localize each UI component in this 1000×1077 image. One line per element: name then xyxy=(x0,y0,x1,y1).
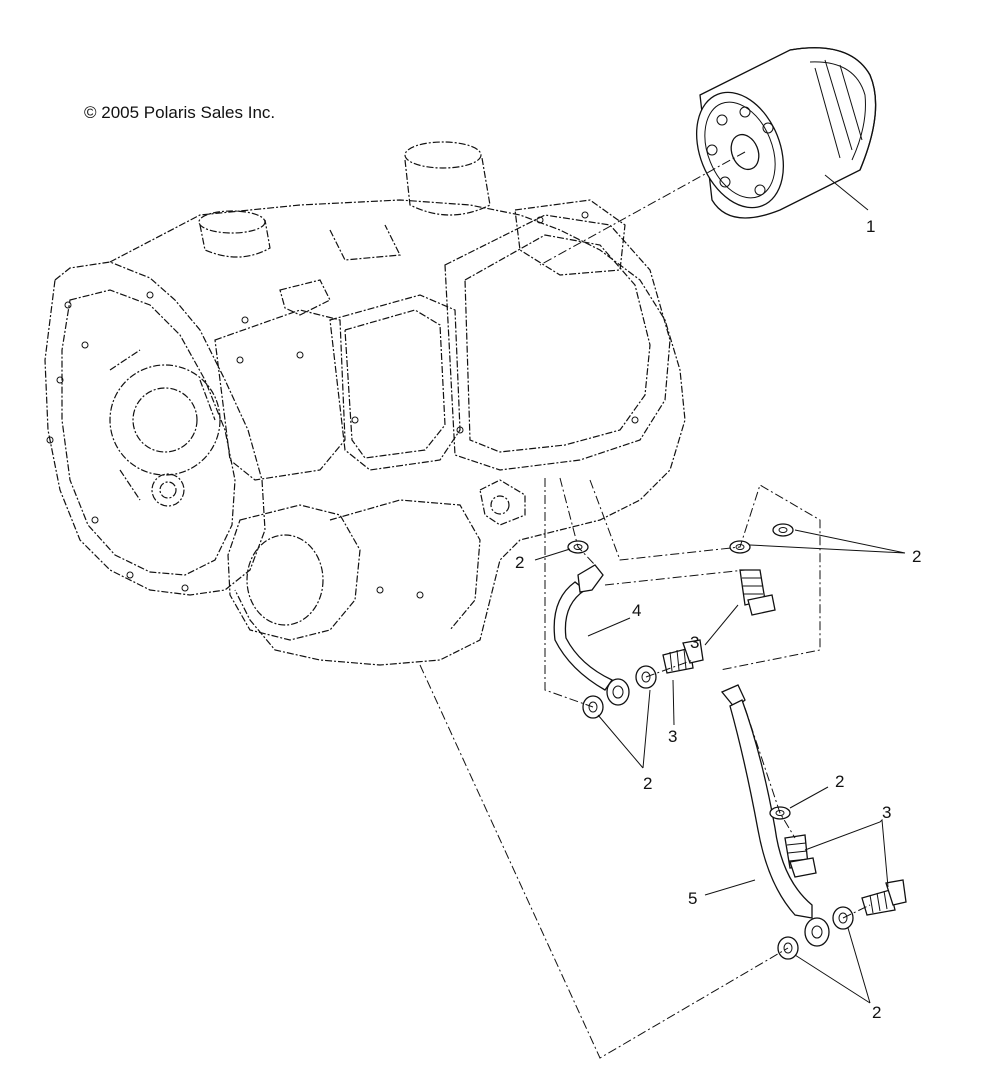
callout-3a: 3 xyxy=(690,633,699,652)
callout-2e: 2 xyxy=(872,1003,881,1022)
oil-line-upper xyxy=(553,564,630,706)
assembly-lines-upper xyxy=(544,477,821,708)
assembly-lines-lower xyxy=(419,664,871,1059)
callout-2b: 2 xyxy=(912,547,921,566)
callout-labels: 1 2 2 2 2 2 3 3 3 4 5 xyxy=(515,217,921,1022)
copyright-notice: © 2005 Polaris Sales Inc. xyxy=(84,103,276,122)
engine-crankcase xyxy=(44,141,686,666)
callout-5: 5 xyxy=(688,889,697,908)
callout-3c: 3 xyxy=(882,803,891,822)
callout-2d: 2 xyxy=(835,772,844,791)
callout-2a: 2 xyxy=(515,553,524,572)
banjo-bolt-lower-b xyxy=(861,879,907,916)
callout-4: 4 xyxy=(632,601,641,620)
washer-group-upper xyxy=(567,523,794,719)
leader-lines xyxy=(534,174,906,1004)
callout-1: 1 xyxy=(866,217,875,236)
banjo-bolt-mid xyxy=(662,639,704,674)
callout-3b: 3 xyxy=(668,727,677,746)
filter-centerline xyxy=(539,151,746,266)
callout-2c: 2 xyxy=(643,774,652,793)
banjo-bolt-lower-a xyxy=(784,834,817,878)
oil-line-lower xyxy=(720,684,830,947)
banjo-bolt-upper xyxy=(739,569,776,616)
oil-filter xyxy=(695,47,877,219)
